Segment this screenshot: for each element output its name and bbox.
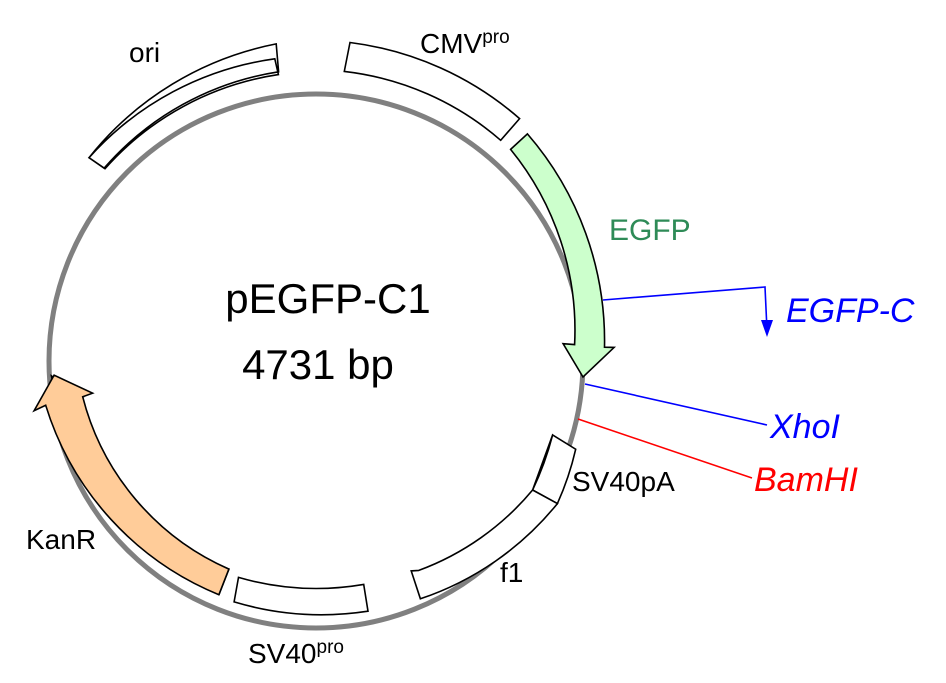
sv40-promoter-feature xyxy=(233,576,369,616)
f1-label: f1 xyxy=(500,557,523,588)
sv40pro-label: SV40pro xyxy=(248,637,344,669)
egfp-c-leader-line xyxy=(602,286,768,331)
plasmid-name: pEGFP-C1 xyxy=(225,275,430,322)
sv40pa-label: SV40pA xyxy=(572,466,675,497)
cmv-label: CMVpro xyxy=(420,27,510,59)
sv40pro-label-superscript: pro xyxy=(317,637,344,658)
kanr-arrow-head xyxy=(32,374,230,596)
cmv-label-main: CMV xyxy=(420,28,483,59)
egfp-c-label: EGFP-C xyxy=(786,292,915,330)
bamhi-label: BamHI xyxy=(754,461,858,499)
f1-feature xyxy=(410,488,559,600)
sv40pro-label-main: SV40 xyxy=(248,638,317,669)
cmv-label-superscript: pro xyxy=(482,27,509,48)
egfp-feature xyxy=(509,132,617,379)
xhoi-label: XhoI xyxy=(769,408,840,446)
xhoi-leader-line xyxy=(584,383,768,426)
ori-label: ori xyxy=(129,37,160,68)
cmv-promoter-feature xyxy=(343,41,521,142)
ori-feature xyxy=(87,42,280,170)
kanr-label: KanR xyxy=(26,524,96,555)
egfp-label: EGFP xyxy=(609,214,691,247)
bamhi-leader-line xyxy=(577,418,753,479)
egfp-c-arrow-head xyxy=(761,320,773,337)
plasmid-size: 4731 bp xyxy=(242,341,394,388)
